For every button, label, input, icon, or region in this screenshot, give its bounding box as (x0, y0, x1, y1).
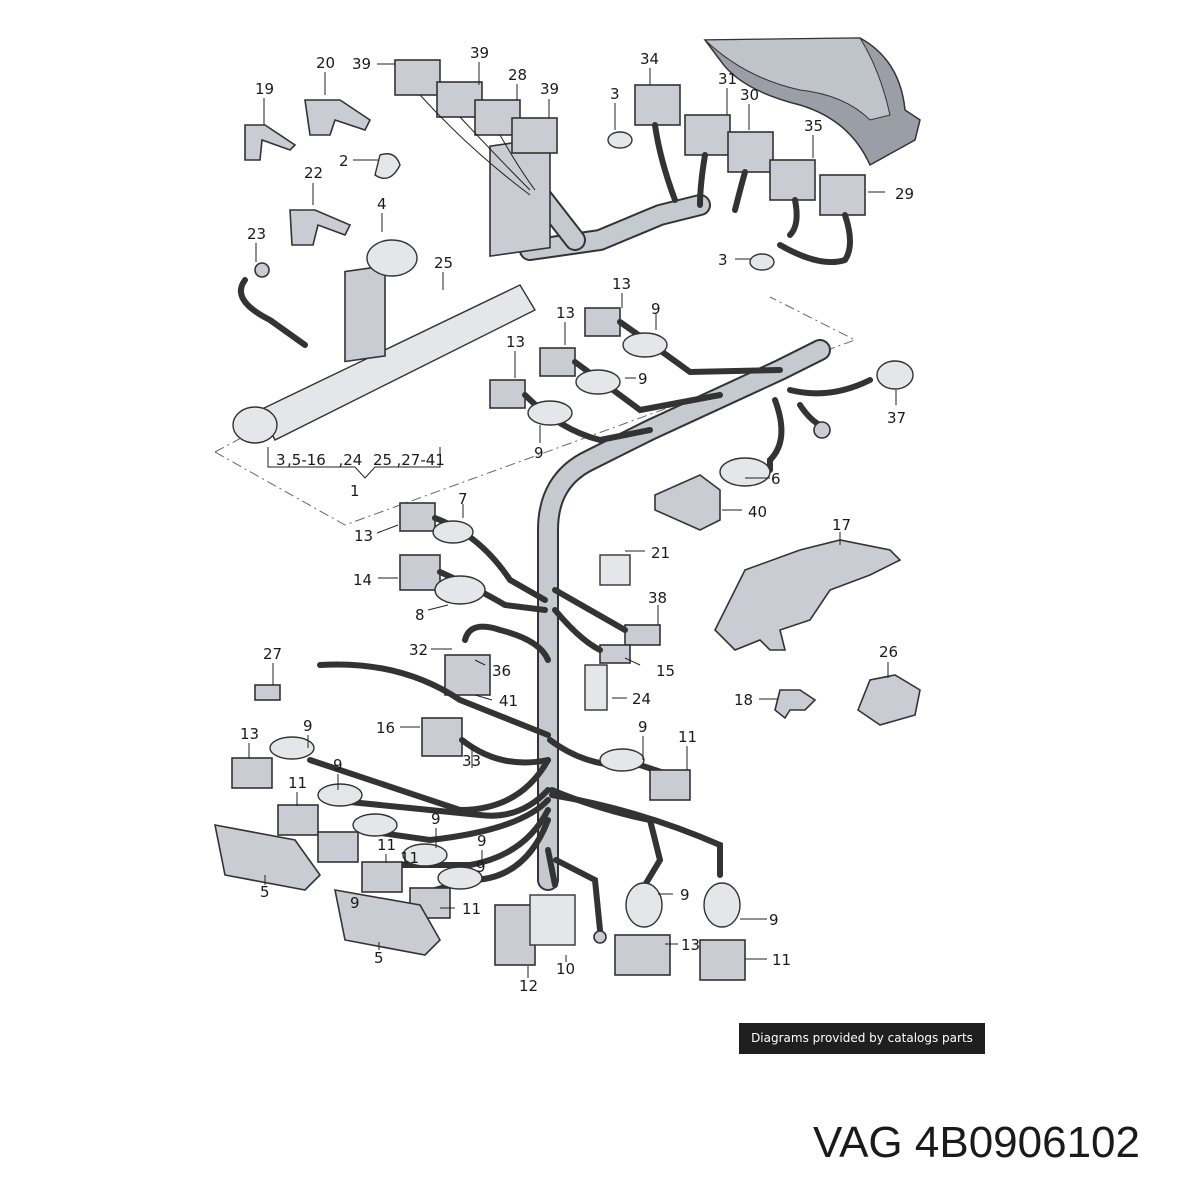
callout-label: 17 (832, 516, 851, 534)
callout-label: 24 (632, 690, 651, 708)
range-label: 25 (373, 451, 392, 469)
callout-label: 41 (499, 692, 518, 710)
callout-label: 30 (740, 86, 759, 104)
top-connectors (394, 59, 866, 266)
callout-label: 28 (508, 66, 527, 84)
callout-label: 11 (377, 836, 396, 854)
corrugated-conduit (232, 136, 551, 444)
body-panel (703, 37, 921, 167)
callout-label: 38 (648, 589, 667, 607)
callout-label: 29 (895, 185, 914, 203)
part-code: 4B0906102 (914, 1118, 1140, 1167)
brand-label: VAG (812, 1118, 903, 1167)
callout-label: 27 (263, 645, 282, 663)
callout-label: 22 (304, 164, 323, 182)
callout-label: 18 (734, 691, 753, 709)
callout-label: 11 (400, 849, 419, 867)
callout-label: 13 (612, 275, 631, 293)
middle-connectors (489, 307, 914, 531)
callout-label: 33 (462, 752, 481, 770)
callout-label: 5 (260, 883, 270, 901)
callout-label: 2 (339, 152, 349, 170)
right-mid-parts (552, 554, 921, 726)
callout-label: 13 (354, 527, 373, 545)
callout-label: 9 (651, 300, 661, 318)
range-label: ,27-41 (395, 451, 445, 469)
callout-label: 11 (678, 728, 697, 746)
callout-label: 9 (476, 858, 486, 876)
callout-label: 11 (288, 774, 307, 792)
callout-labels: 39 20 39 28 39 34 31 30 19 3 35 2 22 29 … (240, 44, 914, 995)
credit-banner: Diagrams provided by catalogs parts (739, 1023, 985, 1054)
callout-label: 9 (638, 370, 648, 388)
callout-label: 13 (556, 304, 575, 322)
callout-label: 9 (477, 832, 487, 850)
callout-label: 31 (718, 70, 737, 88)
callout-label: 15 (656, 662, 675, 680)
callout-label: 9 (350, 894, 360, 912)
lower-fanout (213, 736, 746, 981)
callout-label: 23 (247, 225, 266, 243)
callout-label: 19 (255, 80, 274, 98)
callout-label: 39 (540, 80, 559, 98)
range-label: 3 ,5-16 (276, 451, 326, 469)
callout-label: 14 (353, 571, 372, 589)
callout-label: 4 (377, 195, 387, 213)
callout-label: 32 (409, 641, 428, 659)
callout-label: 9 (769, 911, 779, 929)
callout-label: 3 (610, 85, 620, 103)
callout-label: 40 (748, 503, 767, 521)
range-label: ,24 (337, 451, 362, 469)
callout-label: 39 (352, 55, 371, 73)
callout-label: 16 (376, 719, 395, 737)
callout-label: 12 (519, 977, 538, 995)
leader-lines (248, 62, 897, 978)
brackets-top-left (237, 99, 775, 348)
callout-label: 11 (772, 951, 791, 969)
callout-label: 13 (240, 725, 259, 743)
callout-label: 9 (680, 886, 690, 904)
callout-label: 20 (316, 54, 335, 72)
assembly-outline (214, 296, 857, 526)
callout-label: 1 (350, 482, 360, 500)
callout-label: 35 (804, 117, 823, 135)
callout-label: 8 (415, 606, 425, 624)
callout-label: 11 (462, 900, 481, 918)
part-number-label: VAG 4B0906102 (813, 1118, 1140, 1168)
callout-label: 13 (506, 333, 525, 351)
bracket-17 (714, 539, 902, 651)
callout-label: 25 (434, 254, 453, 272)
callout-label: 9 (638, 718, 648, 736)
callout-label: 6 (771, 470, 781, 488)
callout-label: 34 (640, 50, 659, 68)
callout-label: 13 (681, 936, 700, 954)
callout-label: 39 (470, 44, 489, 62)
callout-label: 36 (492, 662, 511, 680)
callout-label: 9 (303, 717, 313, 735)
callout-label: 5 (374, 949, 384, 967)
callout-label: 10 (556, 960, 575, 978)
callout-label: 3 (718, 251, 728, 269)
callout-label: 26 (879, 643, 898, 661)
callout-label: 9 (333, 756, 343, 774)
callout-label: 9 (431, 810, 441, 828)
left-connectors (254, 502, 551, 766)
main-harness (519, 184, 831, 891)
callout-label: 37 (887, 409, 906, 427)
callout-label: 7 (458, 490, 468, 508)
callout-label: 9 (534, 444, 544, 462)
callout-label: 21 (651, 544, 670, 562)
